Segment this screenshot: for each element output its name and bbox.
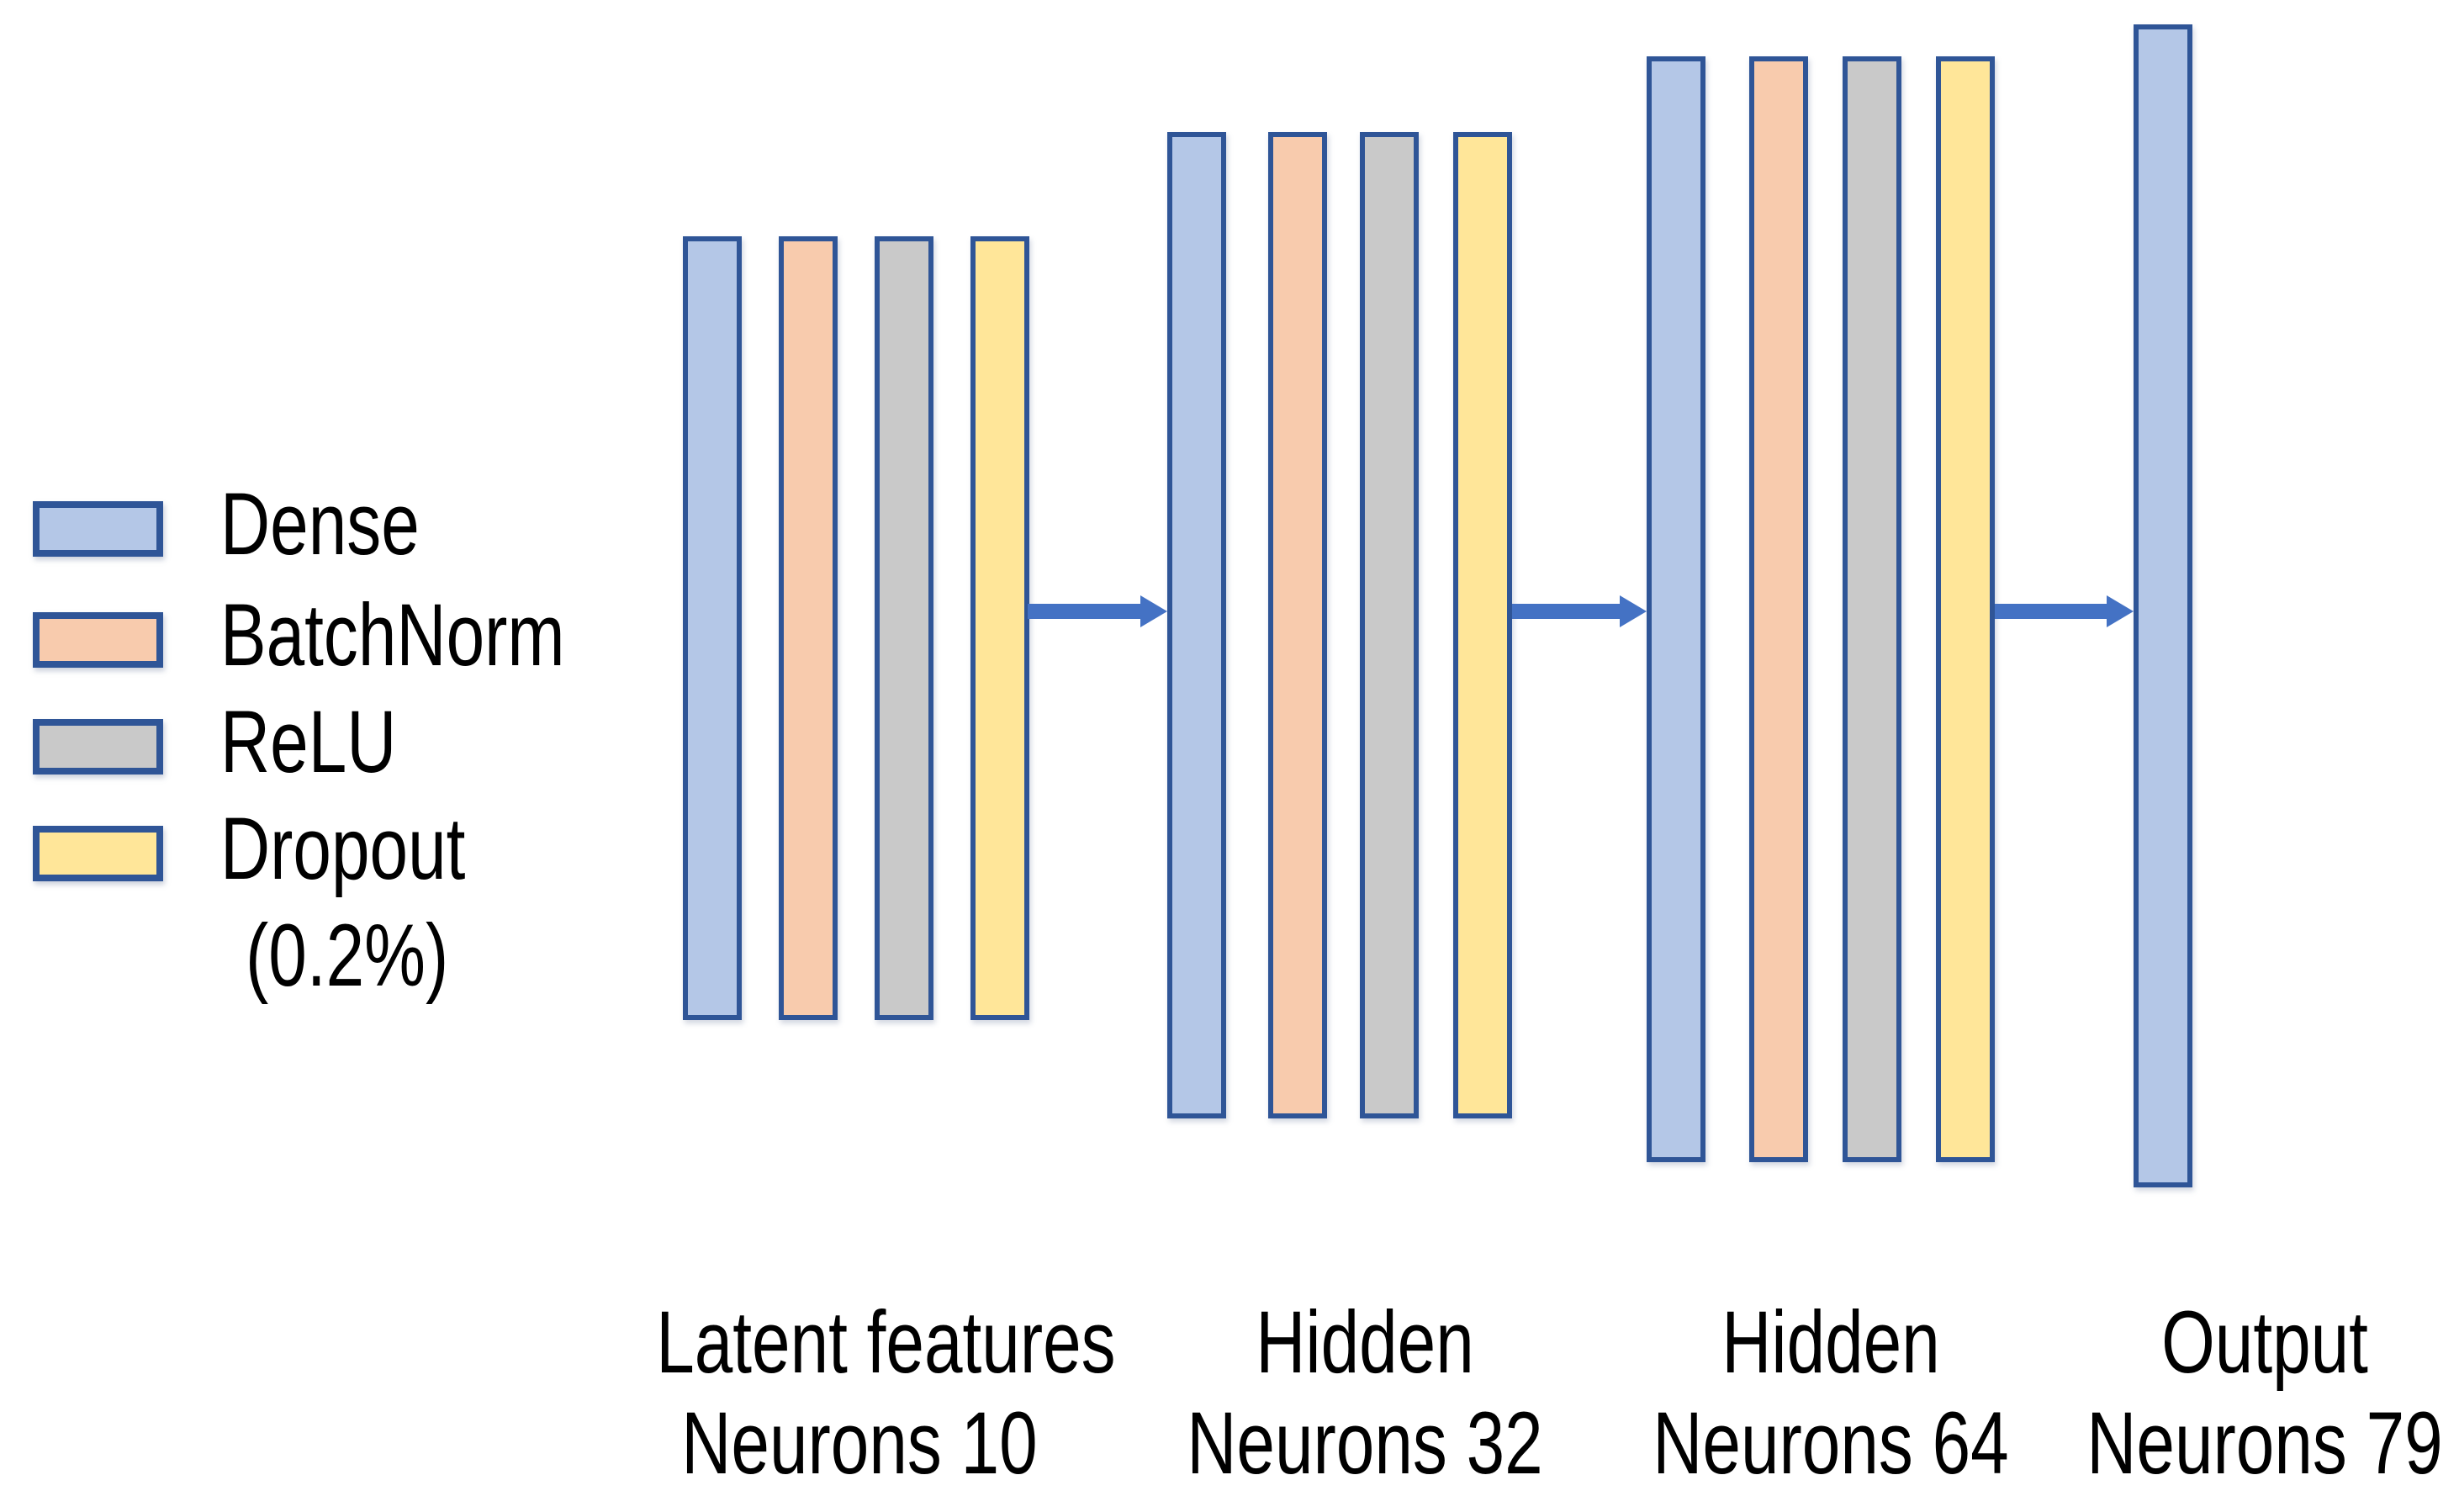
legend-swatch-dropout bbox=[33, 826, 163, 881]
latent-relu-bar bbox=[875, 236, 933, 1020]
hidden64-batchnorm-bar bbox=[1749, 56, 1808, 1162]
group-label-line2: Neurons 10 bbox=[681, 1394, 1038, 1493]
group-label-line1: Hidden bbox=[1721, 1293, 1940, 1392]
group-label-line1: Latent features bbox=[656, 1293, 1116, 1392]
group-label-hidden-32: Hidden Neurons 32 bbox=[1161, 1293, 1568, 1494]
arrow-head-icon bbox=[1140, 595, 1167, 627]
group-label-line1: Output bbox=[2161, 1293, 2368, 1392]
group-label-line2: Neurons 79 bbox=[2086, 1394, 2443, 1493]
arrow-shaft bbox=[1995, 604, 2110, 619]
legend-label-dropout-rate: (0.2%) bbox=[246, 907, 449, 1005]
arrow-head-icon bbox=[2107, 595, 2134, 627]
legend-label-batchnorm: BatchNorm bbox=[220, 586, 565, 685]
latent-batchnorm-bar bbox=[779, 236, 838, 1020]
latent-dense-bar bbox=[683, 236, 742, 1020]
flow-arrow-2 bbox=[1512, 595, 1647, 627]
group-label-hidden-64: Hidden Neurons 64 bbox=[1627, 1293, 2034, 1494]
group-label-line1: Hidden bbox=[1256, 1293, 1474, 1392]
hidden32-relu-bar bbox=[1360, 132, 1419, 1118]
arrow-shaft bbox=[1512, 604, 1623, 619]
legend-swatch-batchnorm bbox=[33, 612, 163, 668]
group-label-line2: Neurons 64 bbox=[1653, 1394, 2009, 1493]
arrow-shaft bbox=[1028, 604, 1144, 619]
output-dense-bar bbox=[2134, 24, 2192, 1187]
legend-swatch-relu bbox=[33, 719, 163, 775]
hidden32-batchnorm-bar bbox=[1268, 132, 1327, 1118]
latent-dropout-bar bbox=[970, 236, 1029, 1020]
hidden64-relu-bar bbox=[1843, 56, 1901, 1162]
group-label-output: Output Neurons 79 bbox=[2061, 1293, 2459, 1494]
hidden32-dense-bar bbox=[1167, 132, 1226, 1118]
arrow-head-icon bbox=[1620, 595, 1647, 627]
hidden64-dropout-bar bbox=[1936, 56, 1995, 1162]
legend-label-dense: Dense bbox=[220, 475, 420, 574]
group-label-latent-features: Latent features Neurons 10 bbox=[656, 1293, 1116, 1494]
legend-swatch-dense bbox=[33, 501, 163, 557]
group-label-line2: Neurons 32 bbox=[1187, 1394, 1543, 1493]
flow-arrow-3 bbox=[1995, 595, 2134, 627]
legend-label-relu: ReLU bbox=[220, 693, 397, 791]
legend-label-dropout: Dropout bbox=[220, 800, 466, 898]
hidden64-dense-bar bbox=[1647, 56, 1705, 1162]
flow-arrow-1 bbox=[1028, 595, 1167, 627]
hidden32-dropout-bar bbox=[1453, 132, 1512, 1118]
